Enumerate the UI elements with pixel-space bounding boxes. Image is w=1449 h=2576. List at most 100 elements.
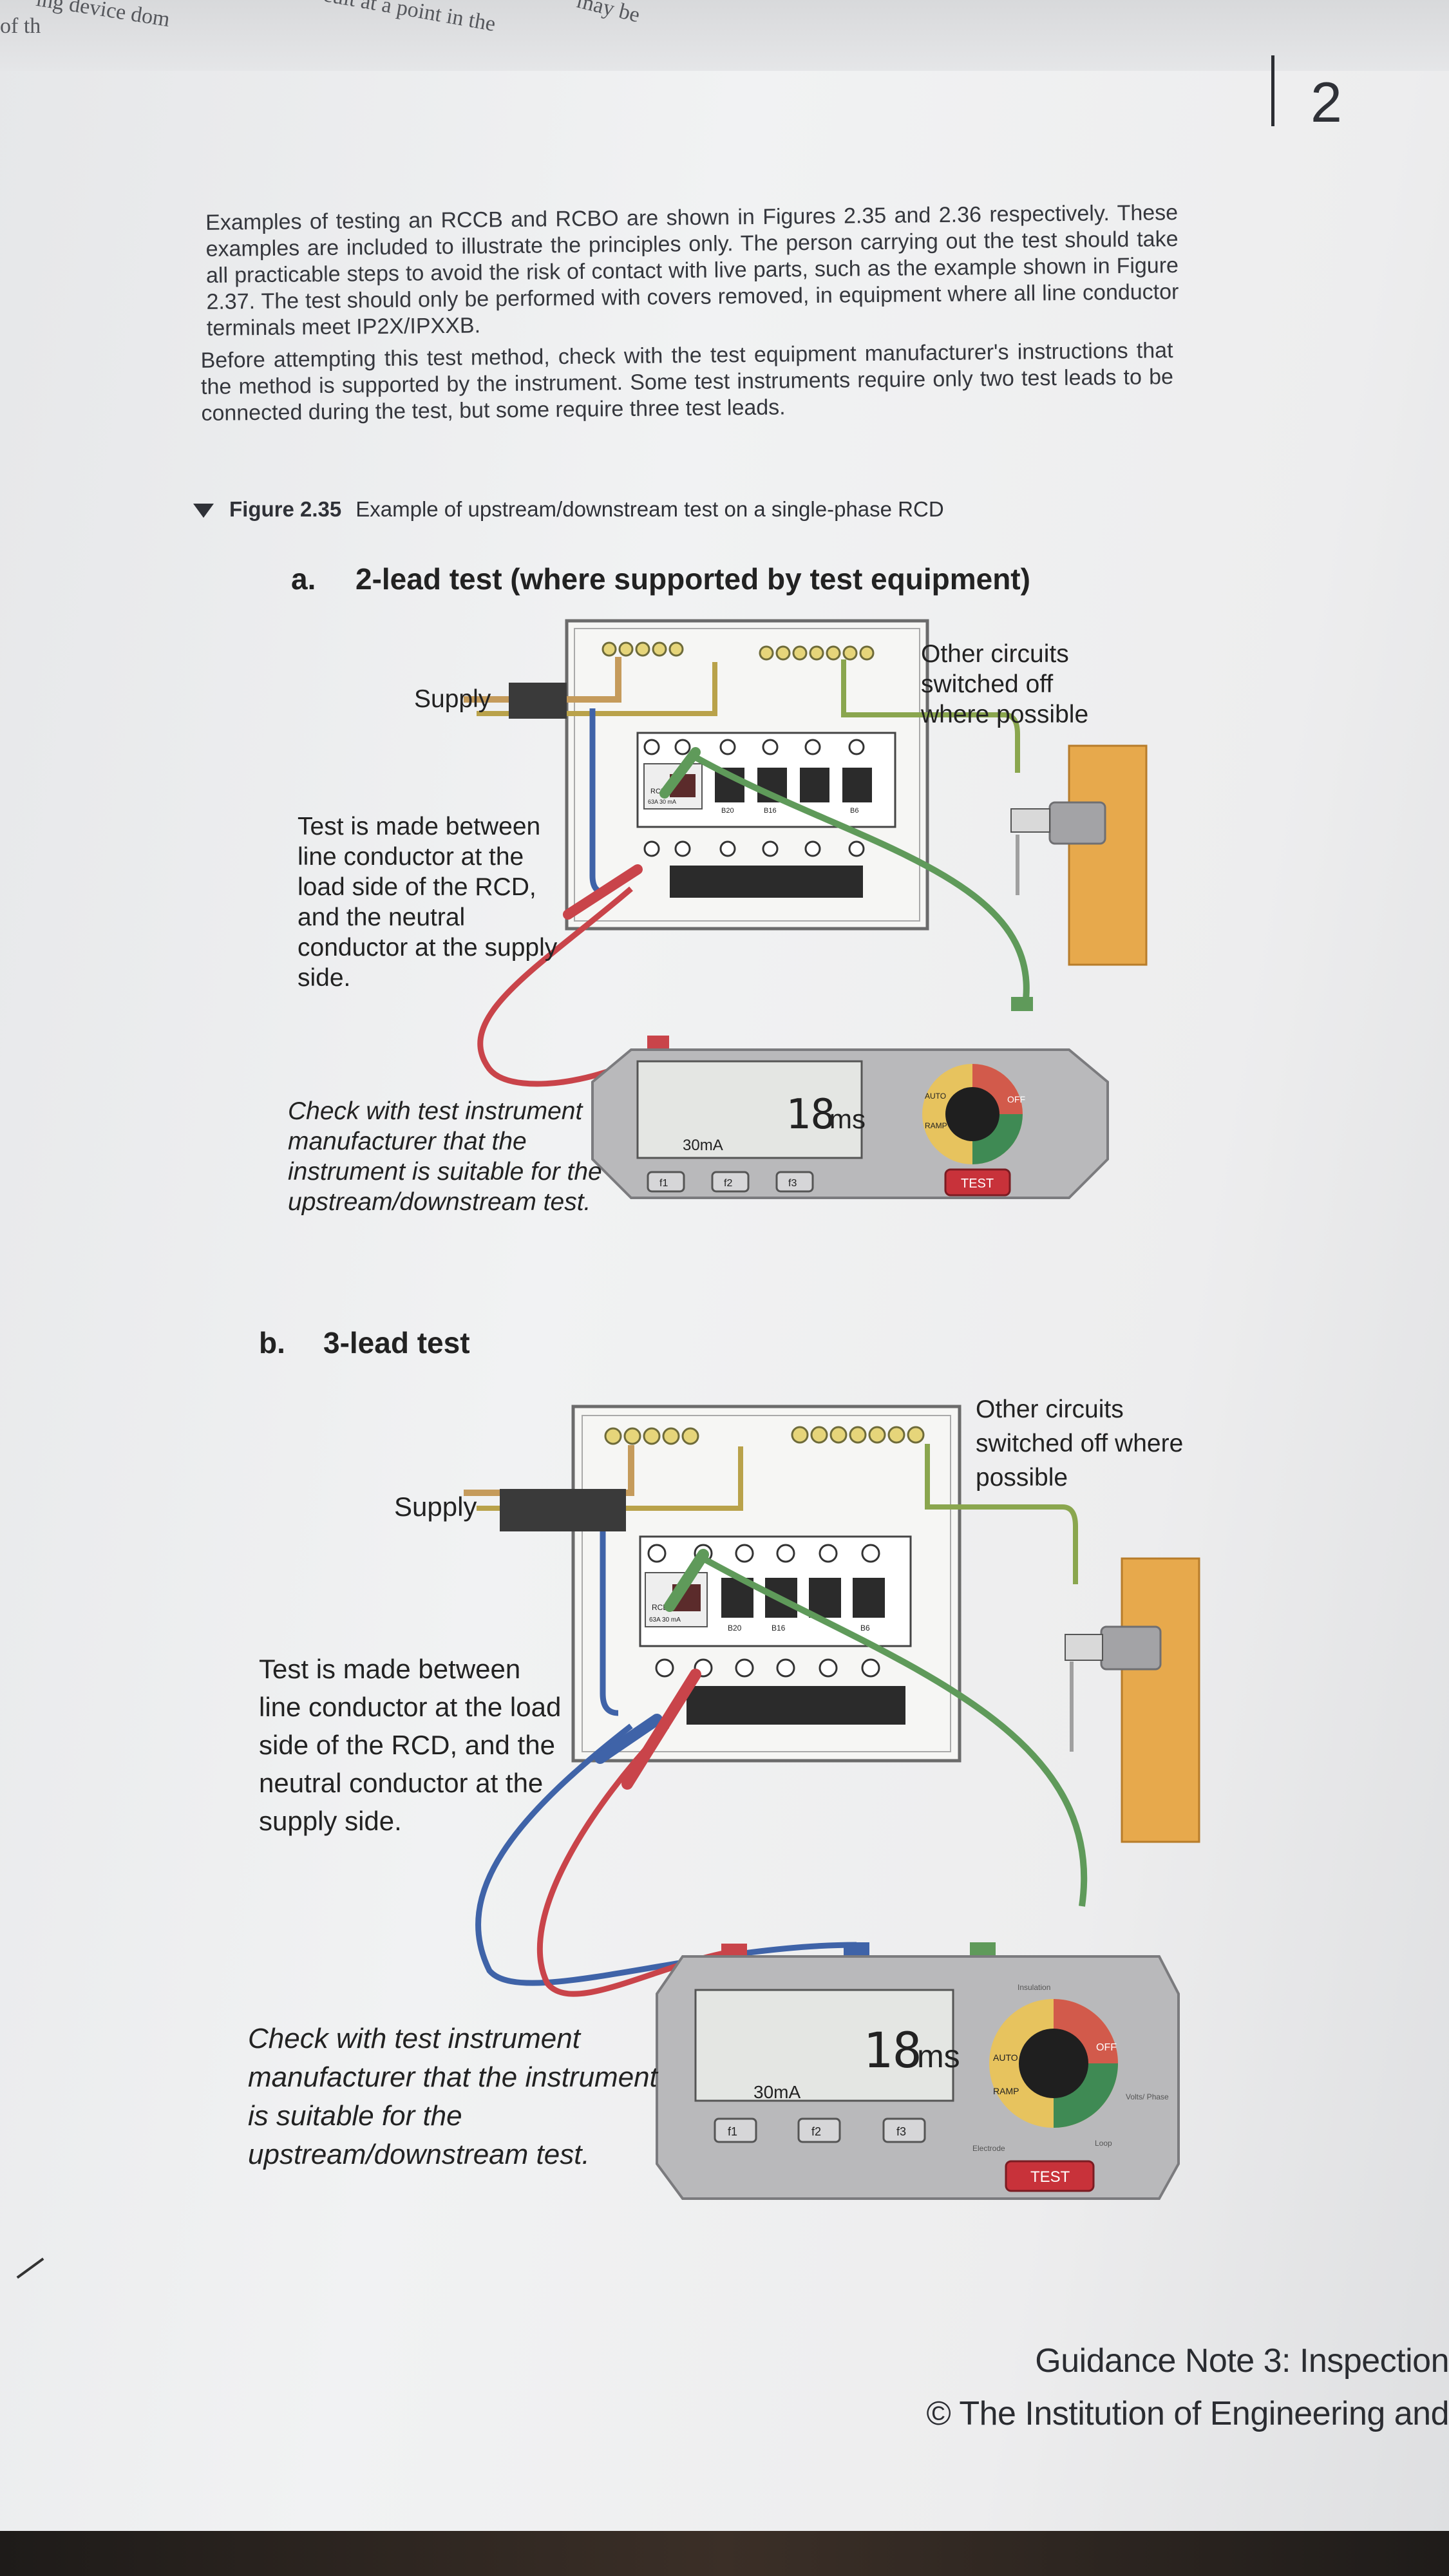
dial-ramp: RAMP: [993, 2086, 1019, 2096]
rcd-rating: 63A 30 mA: [649, 1616, 681, 1624]
footer-title: Guidance Note 3: Inspection: [1035, 2342, 1449, 2380]
consumer-unit-inner: [574, 628, 920, 922]
dial-off: OFF: [1096, 2042, 1117, 2053]
previous-page-edge: ing device dom of th cuit at a point in …: [0, 0, 1449, 71]
earth-clamp: [1048, 801, 1106, 845]
dial-ramp: RAMP: [925, 1121, 947, 1130]
f1-button[interactable]: [647, 1171, 685, 1193]
mcb-rating: B6: [850, 807, 858, 815]
mcb-rating: B20: [728, 1624, 742, 1633]
diagram-b-supply-label: Supply: [394, 1492, 477, 1522]
diagram-a: RCD 63A 30 mA B20 B16 B6 18 ms 30mA f1 f…: [464, 619, 1148, 1199]
neutral-bar: [601, 641, 684, 657]
chapter-marker: [1271, 55, 1274, 126]
mcb-b6: [842, 768, 872, 802]
earth-bar: [791, 1426, 925, 1444]
dial-auto: AUTO: [993, 2052, 1018, 2063]
mcb-rating: B6: [860, 1624, 870, 1633]
supply-cable: [509, 683, 567, 719]
dial-off: OFF: [1007, 1094, 1025, 1104]
paragraph-1: Examples of testing an RCCB and RCBO are…: [205, 200, 1179, 341]
display-reading: 18: [786, 1091, 835, 1139]
prev-page-text: of th: [0, 14, 41, 38]
earth-test-lead: [701, 1555, 1088, 1907]
diagram-a-other-circuits: Other circuits switched off where possib…: [921, 640, 1089, 728]
earth-bar: [759, 645, 875, 661]
dial-knob[interactable]: [1019, 2029, 1088, 2098]
dial-loop: Loop: [1095, 2139, 1112, 2148]
clamp-terminal: [1065, 1634, 1103, 1661]
clamp-terminal: [1010, 808, 1050, 833]
mcb-b16b: [800, 768, 829, 802]
prev-page-text: cuit at a point in the: [321, 0, 498, 37]
busbar-cover: [687, 1686, 905, 1725]
line-test-lead: [536, 1723, 735, 1997]
test-button-label: TEST: [961, 1177, 994, 1191]
diagram-a-check-note: Check with test instrument manufacturer …: [288, 1097, 602, 1216]
display-reading: 18: [863, 2022, 922, 2079]
dial-knob[interactable]: [945, 1087, 999, 1141]
display-unit: ms: [829, 1104, 866, 1134]
earth-probe: [664, 1549, 709, 1612]
diagram-b-title: 3-lead test: [323, 1326, 470, 1359]
earth-conductor: [841, 659, 1020, 773]
dial-auto: AUTO: [925, 1092, 946, 1101]
prev-page-text: may be: [574, 0, 643, 28]
diagram-a-test-note: Test is made between line conductor at t…: [298, 813, 558, 992]
pipe: [1068, 744, 1148, 966]
line-probe: [621, 1669, 701, 1790]
display-current: 30mA: [753, 2082, 800, 2102]
f1-label: f1: [728, 2125, 737, 2138]
dial-electrode: Electrode: [972, 2144, 1005, 2153]
dial-volts: Volts/ Phase: [1126, 2092, 1169, 2101]
diagram-a-title: 2-lead test (where supported by test equ…: [355, 562, 1030, 596]
earth-lead-plug: [1011, 997, 1033, 1011]
f3-button[interactable]: [775, 1171, 814, 1193]
f3-label: f3: [896, 2125, 906, 2138]
mcb-rating: B20: [721, 807, 734, 815]
background-surface: [0, 2531, 1449, 2576]
pipe: [1121, 1557, 1200, 1843]
mcb-rating: B16: [764, 807, 777, 815]
prev-page-text: ing device dom: [34, 0, 172, 32]
diagram-b-letter: b.: [259, 1326, 285, 1359]
diagram-b-other-circuits: Other circuits switched off where possib…: [976, 1396, 1184, 1492]
f1-button[interactable]: [714, 2117, 757, 2143]
earth-conductor: [925, 1444, 1078, 1584]
neutral-bar: [604, 1427, 699, 1445]
footer-copyright: © The Institution of Engineering and: [926, 2395, 1449, 2432]
f3-button[interactable]: [882, 2117, 926, 2143]
diagram-a-heading: a. 2-lead test (where supported by test e…: [291, 562, 1030, 596]
figure-number: Figure 2.35: [229, 497, 342, 521]
test-button[interactable]: [944, 1168, 1011, 1197]
f1-label: f1: [659, 1178, 668, 1189]
neutral-probe: [594, 1714, 663, 1764]
display-unit: ms: [917, 2038, 960, 2074]
breaker-terminals-top: [643, 739, 865, 755]
instrument-display: [694, 1989, 954, 2102]
earth-clamp: [1100, 1625, 1162, 1671]
diagram-b-heading: b. 3-lead test: [259, 1325, 470, 1360]
f2-label: f2: [811, 2125, 821, 2138]
diagram-a-letter: a.: [291, 562, 316, 596]
consumer-unit-inner: [582, 1415, 951, 1752]
test-button-label: TEST: [1030, 2168, 1070, 2186]
line-probe: [563, 864, 643, 920]
f2-button[interactable]: [797, 2117, 841, 2143]
breaker-terminals-bottom: [655, 1658, 880, 1678]
earth-test-lead: [694, 754, 1030, 1005]
diagram-b-check-note: Check with test instrument manufacturer …: [248, 2023, 658, 2170]
breaker-terminals-bottom: [643, 840, 865, 857]
chapter-number: 2: [1311, 70, 1342, 134]
dial-insulation: Insulation: [1018, 1983, 1050, 1992]
mcb-b16b: [809, 1578, 841, 1618]
diagram-a-supply-label: Supply: [414, 685, 491, 713]
line-lead-plug: [647, 1036, 669, 1050]
f2-button[interactable]: [711, 1171, 750, 1193]
test-button[interactable]: [1005, 2160, 1095, 2192]
diagram-b-test-note: Test is made between line conductor at t…: [259, 1654, 562, 1836]
display-current: 30mA: [683, 1137, 723, 1154]
earth-probe: [659, 747, 701, 799]
f2-label: f2: [724, 1178, 732, 1189]
